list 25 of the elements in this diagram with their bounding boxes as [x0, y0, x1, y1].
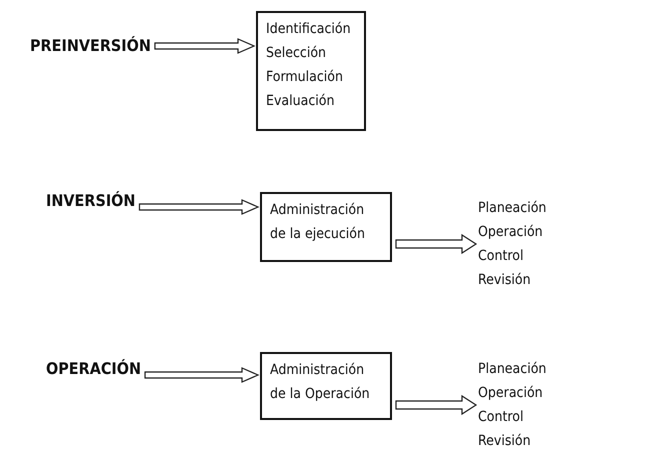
phase-title: OPERACIÓN	[46, 357, 142, 381]
block-arrow	[144, 367, 260, 383]
block-arrow	[154, 38, 256, 54]
list-item: Planeación	[478, 199, 546, 218]
block-arrow	[395, 234, 478, 254]
phase-title: PREINVERSIÓN	[30, 34, 151, 58]
list-item: Operación	[478, 223, 544, 242]
box-text: Evaluación	[266, 92, 336, 111]
list-item: Control	[478, 408, 524, 427]
box-text: Administración de la ejecución	[270, 201, 366, 244]
process-box	[256, 11, 366, 131]
box-text: Selección	[266, 44, 328, 63]
phase-title: INVERSIÓN	[46, 189, 136, 213]
list-item: Revisión	[478, 271, 532, 290]
list-item: Operación	[478, 384, 544, 403]
box-text: Identificación	[266, 20, 352, 39]
block-arrow	[138, 199, 260, 215]
process-box	[260, 352, 392, 420]
list-item: Planeación	[478, 360, 546, 379]
block-arrow	[395, 394, 478, 416]
box-text: Administración de la Operación	[270, 361, 371, 404]
list-item: Revisión	[478, 432, 532, 451]
list-item: Control	[478, 247, 524, 266]
box-text: Formulación	[266, 68, 344, 87]
process-box	[260, 192, 392, 262]
